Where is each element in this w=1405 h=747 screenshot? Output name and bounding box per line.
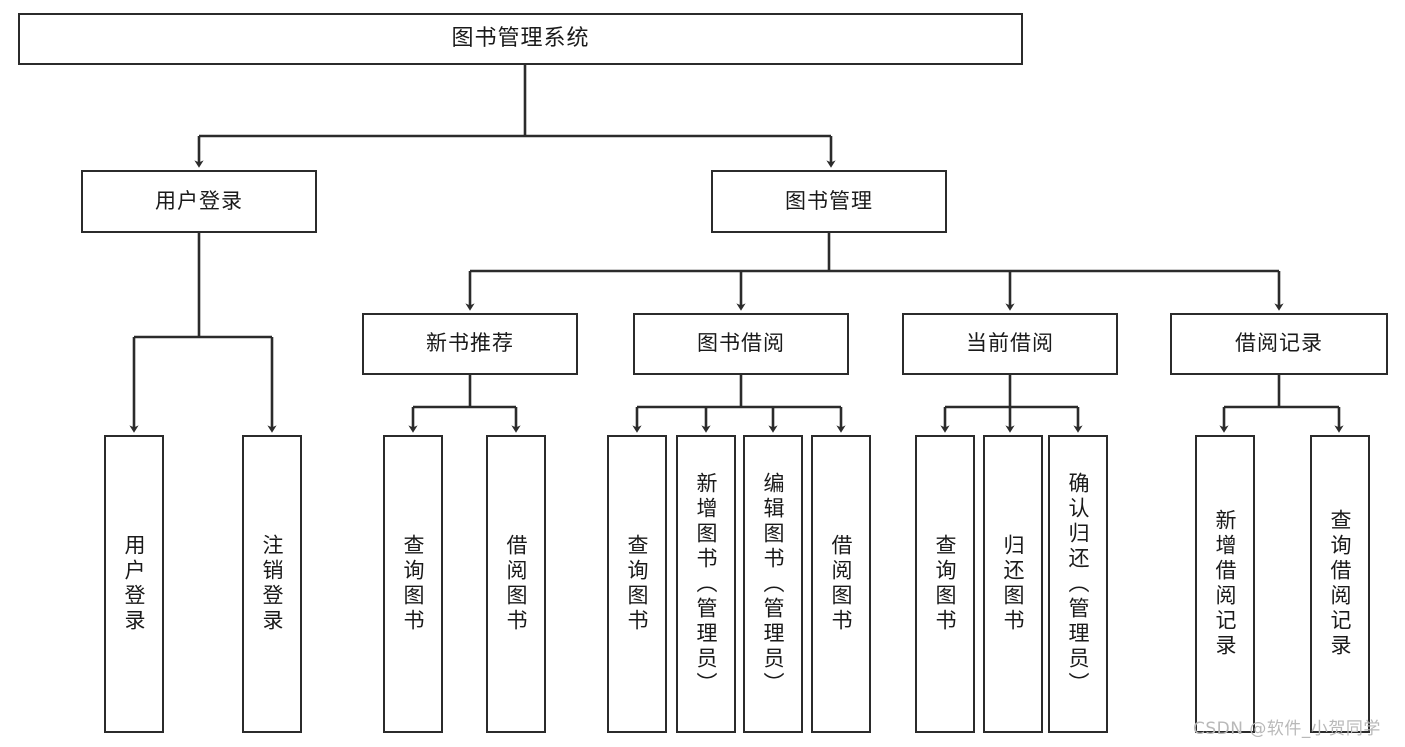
leaf-user-login-logout[interactable]: 注销登录	[242, 435, 302, 733]
node-user-login[interactable]: 用户登录	[81, 170, 317, 233]
leaf-new-book-query[interactable]: 查询图书	[383, 435, 443, 733]
node-current-borrow[interactable]: 当前借阅	[902, 313, 1118, 375]
node-root-system[interactable]: 图书管理系统	[18, 13, 1023, 65]
leaf-borrow-borrow-book[interactable]: 借阅图书	[811, 435, 871, 733]
leaf-records-add-record[interactable]: 新增借阅记录	[1195, 435, 1255, 733]
leaf-user-login-login[interactable]: 用户登录	[104, 435, 164, 733]
leaf-current-confirm-return-admin[interactable]: 确认归还（管理员）	[1048, 435, 1108, 733]
leaf-records-query-record[interactable]: 查询借阅记录	[1310, 435, 1370, 733]
leaf-current-return-book[interactable]: 归还图书	[983, 435, 1043, 733]
leaf-borrow-edit-book-admin[interactable]: 编辑图书（管理员）	[743, 435, 803, 733]
leaf-borrow-query-book[interactable]: 查询图书	[607, 435, 667, 733]
leaf-current-query-book[interactable]: 查询图书	[915, 435, 975, 733]
node-book-management[interactable]: 图书管理	[711, 170, 947, 233]
node-book-borrow[interactable]: 图书借阅	[633, 313, 849, 375]
csdn-watermark: CSDN @软件_小贺同学	[1193, 719, 1381, 739]
leaf-borrow-add-book-admin[interactable]: 新增图书（管理员）	[676, 435, 736, 733]
node-borrow-records[interactable]: 借阅记录	[1170, 313, 1388, 375]
leaf-new-book-borrow[interactable]: 借阅图书	[486, 435, 546, 733]
node-new-book-recommend[interactable]: 新书推荐	[362, 313, 578, 375]
